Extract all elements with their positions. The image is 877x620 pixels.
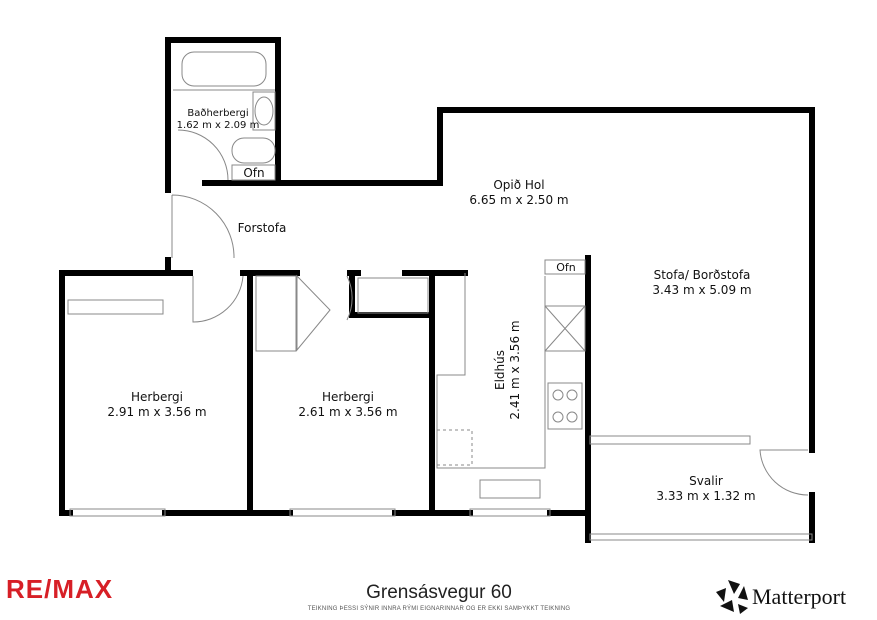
window: [469, 508, 551, 517]
room-name: Svalir: [689, 474, 723, 488]
room-label-forstofa: Forstofa: [238, 221, 287, 236]
balcony-rail: [589, 533, 813, 541]
window: [289, 508, 396, 517]
stove: [547, 382, 583, 430]
entrance-door-swing: [171, 194, 235, 259]
room-name: Opið Hol: [493, 178, 545, 192]
wardrobe: [67, 299, 164, 315]
room-name: Herbergi: [321, 390, 374, 404]
kitchen-sink: [479, 479, 541, 499]
balcony-door-swing: [759, 449, 809, 496]
room-size: 1.62 m x 2.09 m: [176, 120, 260, 131]
room-name: Baðherbergi: [187, 108, 249, 119]
ofn-label-bath: Ofn: [243, 166, 265, 180]
room-name: Eldhús: [493, 350, 507, 390]
bedroom1-door: [192, 275, 244, 323]
bathtub: [181, 51, 267, 87]
dishwasher: [436, 429, 473, 466]
window: [69, 508, 166, 517]
room-name: Stofa/ Borðstofa: [653, 268, 751, 282]
sink: [231, 137, 276, 164]
room-name: Herbergi: [130, 390, 183, 404]
bath-radiator: [231, 164, 276, 181]
oven-radiator: [544, 259, 586, 275]
ofn-label-kitchen: Ofn: [556, 261, 576, 274]
address-title: Grensásvegur 60: [366, 582, 512, 603]
balcony-door: [589, 435, 751, 445]
bath-door-swing: [177, 129, 229, 181]
matterport-logo: Matterport: [752, 584, 847, 609]
kitchen-counter: [436, 273, 546, 469]
room-size: 2.91 m x 3.56 m: [107, 405, 207, 419]
room-size: 6.65 m x 2.50 m: [469, 193, 569, 207]
room-size: 3.43 m x 5.09 m: [652, 283, 752, 297]
bedroom2-door: [296, 274, 353, 352]
walls: [59, 37, 815, 543]
closet: [255, 275, 297, 352]
fridge: [544, 305, 586, 352]
room-name: Forstofa: [237, 221, 287, 235]
room-size: 2.41 m x 3.56 m: [508, 320, 522, 420]
remax-logo: RE/MAX: [6, 574, 114, 604]
toilet: [252, 91, 276, 131]
fixtures: [67, 51, 813, 541]
kitchen-shelf: [357, 277, 429, 314]
disclaimer: TEIKNING ÞESSI SÝNIR INNRA RÝMI EIGNARIN…: [307, 606, 571, 612]
room-size: 2.61 m x 3.56 m: [298, 405, 398, 419]
room-size: 3.33 m x 1.32 m: [656, 489, 756, 503]
